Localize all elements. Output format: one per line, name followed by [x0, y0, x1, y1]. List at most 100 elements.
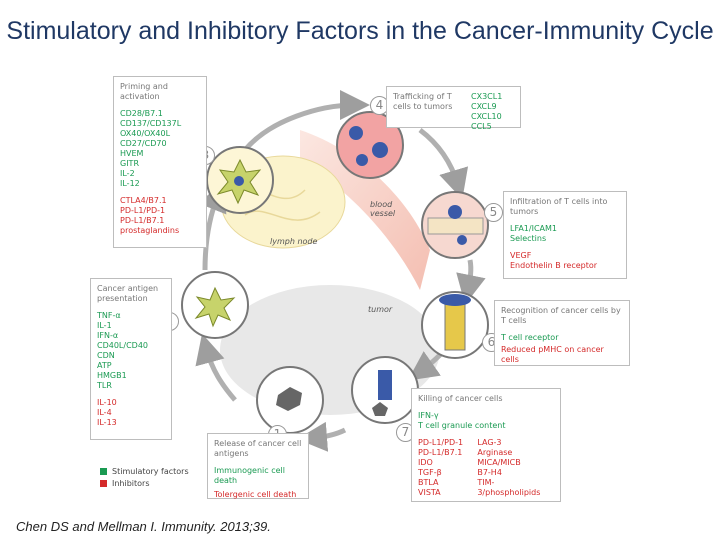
factor: CD137/CD137L — [120, 119, 182, 128]
factor: MICA/MICB — [477, 458, 521, 467]
killing-inhibitory-col1: PD-L1/PD-1 PD-L1/B7.1 IDO TGF-β BTLA VIS… — [418, 438, 477, 498]
factor: Arginase — [477, 448, 513, 457]
factor: PD-L1/PD-1 — [120, 206, 166, 215]
factor: IL-2 — [120, 169, 135, 178]
cycle-arrow-4-5 — [418, 128, 469, 200]
factor: B7-H4 — [477, 468, 502, 477]
factor: CXCL10 — [471, 112, 502, 121]
factor: ATP — [97, 361, 112, 370]
factor: VISTA — [418, 488, 441, 497]
factor: Immunogenic cell death — [214, 466, 285, 485]
tumor-label: tumor — [368, 305, 393, 314]
step-number-5: 5 — [484, 203, 503, 222]
factor: IL-13 — [97, 418, 117, 427]
recognition-heading: Recognition of cancer cells by T cells — [501, 306, 621, 325]
factor: CXCL9 — [471, 102, 497, 111]
factor: IL-12 — [120, 179, 140, 188]
cycle-arrow-3-4 — [243, 90, 370, 152]
released-antigen-cell — [276, 387, 302, 411]
priming-activation-box: Priming and activation CD28/B7.1 CD137/C… — [113, 76, 207, 248]
factor: IL-1 — [97, 321, 112, 330]
factor: IFN-α — [97, 331, 119, 340]
t-cell-2 — [372, 142, 388, 158]
infiltration-box: Infiltration of T cells into tumors LFA1… — [503, 191, 627, 279]
legend-inhibitory-swatch — [100, 480, 107, 487]
factor: GITR — [120, 159, 140, 168]
trafficking-stimulatory-list: CX3CL1 CXCL9 CXCL10 CCL5 — [471, 92, 502, 132]
priming-inhibitory-list: CTLA4/B7.1 PD-L1/PD-1 PD-L1/B7.1 prostag… — [120, 196, 200, 236]
factor: Tolergenic cell death — [214, 490, 297, 499]
factor: CDN — [97, 351, 115, 360]
recognition-box: Recognition of cancer cells by T cells T… — [494, 300, 630, 366]
factor: LAG-3 — [477, 438, 502, 447]
trafficking-box: Trafficking of T cells to tumors CX3CL1 … — [386, 86, 521, 131]
factor: LFA1/ICAM1 — [510, 224, 557, 233]
factor: PD-L1/B7.1 — [120, 216, 165, 225]
factor: Endothelin B receptor — [510, 261, 598, 270]
factor: CTLA4/B7.1 — [120, 196, 167, 205]
killing-inhibitory-col2: LAG-3 Arginase MICA/MICB B7-H4 TIM-3/pho… — [477, 438, 554, 498]
t-cell-top — [439, 294, 471, 306]
cycle-arrow-1-2 — [195, 333, 237, 402]
factor: TLR — [97, 381, 112, 390]
factor: prostaglandins — [120, 226, 180, 235]
infiltrating-t-cell-2 — [457, 235, 467, 245]
factor: IDO — [418, 458, 433, 467]
factor: PD-L1/PD-1 — [418, 438, 464, 447]
release-box: Release of cancer cell antigens Immunoge… — [207, 433, 309, 499]
legend-inhibitory-label: Inhibitors — [112, 479, 150, 488]
factor: CCL5 — [471, 122, 492, 131]
infiltration-stimulatory-list: LFA1/ICAM1 Selectins — [510, 224, 620, 244]
t-cell-3 — [356, 154, 368, 166]
presentation-heading: Cancer antigen presentation — [97, 284, 159, 303]
killing-box: Killing of cancer cells IFN-γ T cell gra… — [411, 388, 561, 502]
factor: TNF-α — [97, 311, 121, 320]
antigen-presentation-box: Cancer antigen presentation TNF-α IL-1 I… — [90, 278, 172, 440]
factor: Reduced pMHC on cancer cells — [501, 345, 604, 364]
killing-stimulatory-list: IFN-γ T cell granule content — [418, 411, 554, 431]
infiltrating-t-cell — [448, 205, 462, 219]
factor: CD28/B7.1 — [120, 109, 163, 118]
priming-heading: Priming and activation — [120, 82, 168, 101]
factor: HVEM — [120, 149, 144, 158]
dendritic-cell-nucleus — [234, 176, 244, 186]
factor: TGF-β — [418, 468, 442, 477]
factor: OX40/OX40L — [120, 129, 171, 138]
legend-stimulatory-swatch — [100, 468, 107, 475]
legend-inhibitory: Inhibitors — [100, 478, 189, 490]
priming-stimulatory-list: CD28/B7.1 CD137/CD137L OX40/OX40L CD27/C… — [120, 109, 200, 189]
blood-vessel-label: blood vessel — [370, 200, 396, 218]
killing-t-cell-receptor — [378, 370, 392, 400]
blood-vessel-shape — [300, 130, 430, 290]
killing-inhibitory-lists: PD-L1/PD-1 PD-L1/B7.1 IDO TGF-β BTLA VIS… — [418, 438, 554, 498]
legend: Stimulatory factors Inhibitors — [100, 466, 189, 490]
trafficking-heading: Trafficking of T cells to tumors — [393, 92, 453, 111]
factor: T cell granule content — [418, 421, 506, 430]
killing-heading: Killing of cancer cells — [418, 394, 503, 403]
factor: CD40L/CD40 — [97, 341, 149, 350]
factor: VEGF — [510, 251, 532, 260]
citation: Chen DS and Mellman I. Immunity. 2013;39… — [16, 519, 271, 534]
antigen-presenting-cell-body — [194, 286, 236, 328]
presentation-stimulatory-list: TNF-α IL-1 IFN-α CD40L/CD40 CDN ATP HMGB… — [97, 311, 165, 391]
page-title: Stimulatory and Inhibitory Factors in th… — [6, 17, 714, 45]
presentation-inhibitory-list: IL-10 IL-4 IL-13 — [97, 398, 165, 428]
factor: CX3CL1 — [471, 92, 503, 101]
infiltration-heading: Infiltration of T cells into tumors — [510, 197, 608, 216]
factor: IL-4 — [97, 408, 112, 417]
cycle-arrow-5-6 — [456, 259, 486, 305]
legend-stimulatory-label: Stimulatory factors — [112, 467, 189, 476]
vessel-wall — [427, 217, 484, 235]
factor: IFN-γ — [418, 411, 439, 420]
factor: TIM-3/phospholipids — [477, 478, 541, 497]
factor: CD27/CD70 — [120, 139, 167, 148]
lymph-node-label: lymph node — [270, 237, 318, 246]
infiltration-inhibitory-list: VEGF Endothelin B receptor — [510, 251, 620, 271]
factor: T cell receptor — [501, 333, 559, 342]
factor: Selectins — [510, 234, 547, 243]
release-heading: Release of cancer cell antigens — [214, 439, 302, 458]
factor: BTLA — [418, 478, 439, 487]
cycle-arrow-7-1 — [297, 421, 347, 452]
factor: PD-L1/B7.1 — [418, 448, 463, 457]
